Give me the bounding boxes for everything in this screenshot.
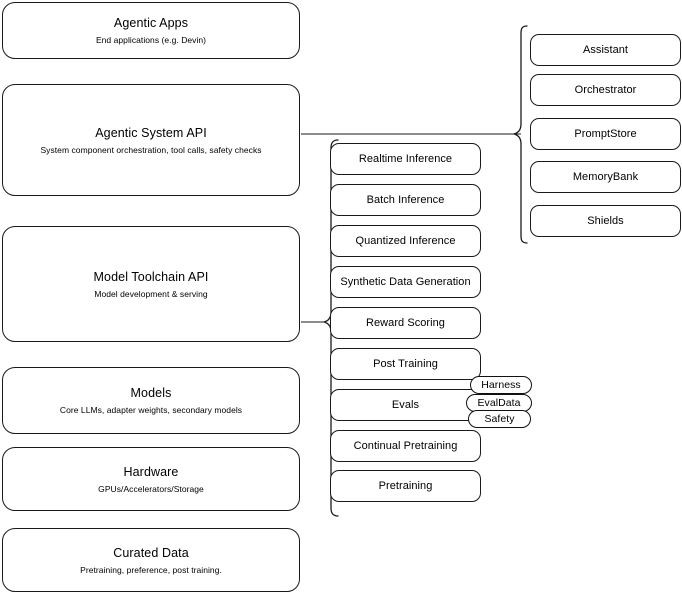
layer-box-hardware[interactable]: Hardware GPUs/Accelerators/Storage [2, 447, 300, 511]
eval-tag-label: Harness [481, 379, 521, 391]
layer-title: Agentic System API [95, 125, 207, 140]
layer-box-agentic-system-api[interactable]: Agentic System API System component orch… [2, 84, 300, 196]
item-label: Synthetic Data Generation [340, 276, 471, 288]
toolchain-item-batch-inference[interactable]: Batch Inference [330, 184, 481, 216]
eval-tag-label: Safety [484, 413, 515, 425]
layer-box-models[interactable]: Models Core LLMs, adapter weights, secon… [2, 367, 300, 434]
layer-title: Models [130, 386, 172, 400]
agentic-component-shields[interactable]: Shields [530, 205, 681, 237]
toolchain-item-realtime-inference[interactable]: Realtime Inference [330, 143, 481, 175]
item-label: Continual Pretraining [353, 440, 458, 452]
item-label: Evals [391, 399, 420, 411]
item-label: Quantized Inference [355, 235, 456, 247]
layer-title: Agentic Apps [113, 16, 189, 30]
agentic-component-promptstore[interactable]: PromptStore [530, 118, 681, 150]
eval-tag-harness[interactable]: Harness [470, 376, 532, 394]
toolchain-item-pretraining[interactable]: Pretraining [330, 470, 481, 502]
layer-subtitle: Core LLMs, adapter weights, secondary mo… [59, 405, 243, 415]
layer-box-agentic-apps[interactable]: Agentic Apps End applications (e.g. Devi… [2, 2, 300, 59]
toolchain-item-post-training[interactable]: Post Training [330, 348, 481, 380]
item-label: Realtime Inference [358, 153, 453, 165]
layer-subtitle: GPUs/Accelerators/Storage [98, 483, 204, 494]
eval-tag-label: EvalData [477, 397, 521, 409]
agentic-component-assistant[interactable]: Assistant [530, 34, 681, 66]
layer-subtitle: Pretraining, preference, post training. [80, 564, 222, 575]
item-label: Pretraining [378, 480, 433, 492]
layer-subtitle: Model development & serving [94, 288, 208, 299]
item-label: Post Training [373, 358, 438, 370]
agentic-component-memorybank[interactable]: MemoryBank [530, 161, 681, 193]
toolchain-item-evals[interactable]: Evals [330, 389, 481, 421]
component-label: MemoryBank [572, 171, 639, 183]
component-label: Assistant [582, 44, 629, 56]
layer-box-model-toolchain-api[interactable]: Model Toolchain API Model development & … [2, 226, 300, 342]
toolchain-item-synthetic-data-generation[interactable]: Synthetic Data Generation [330, 266, 481, 298]
layer-title: Hardware [123, 464, 179, 479]
layer-title: Model Toolchain API [93, 269, 209, 284]
toolchain-item-reward-scoring[interactable]: Reward Scoring [330, 307, 481, 339]
layer-box-curated-data[interactable]: Curated Data Pretraining, preference, po… [2, 528, 300, 592]
item-label: Batch Inference [366, 194, 445, 206]
layer-subtitle: System component orchestration, tool cal… [40, 144, 262, 155]
layer-subtitle: End applications (e.g. Devin) [95, 35, 207, 45]
toolchain-item-continual-pretraining[interactable]: Continual Pretraining [330, 430, 481, 462]
agentic-component-orchestrator[interactable]: Orchestrator [530, 74, 681, 106]
toolchain-item-quantized-inference[interactable]: Quantized Inference [330, 225, 481, 257]
component-label: Orchestrator [574, 84, 637, 96]
component-label: Shields [587, 215, 624, 227]
item-label: Reward Scoring [366, 317, 445, 329]
component-label: PromptStore [574, 128, 637, 140]
eval-tag-safety[interactable]: Safety [468, 410, 531, 428]
layer-title: Curated Data [113, 545, 189, 560]
